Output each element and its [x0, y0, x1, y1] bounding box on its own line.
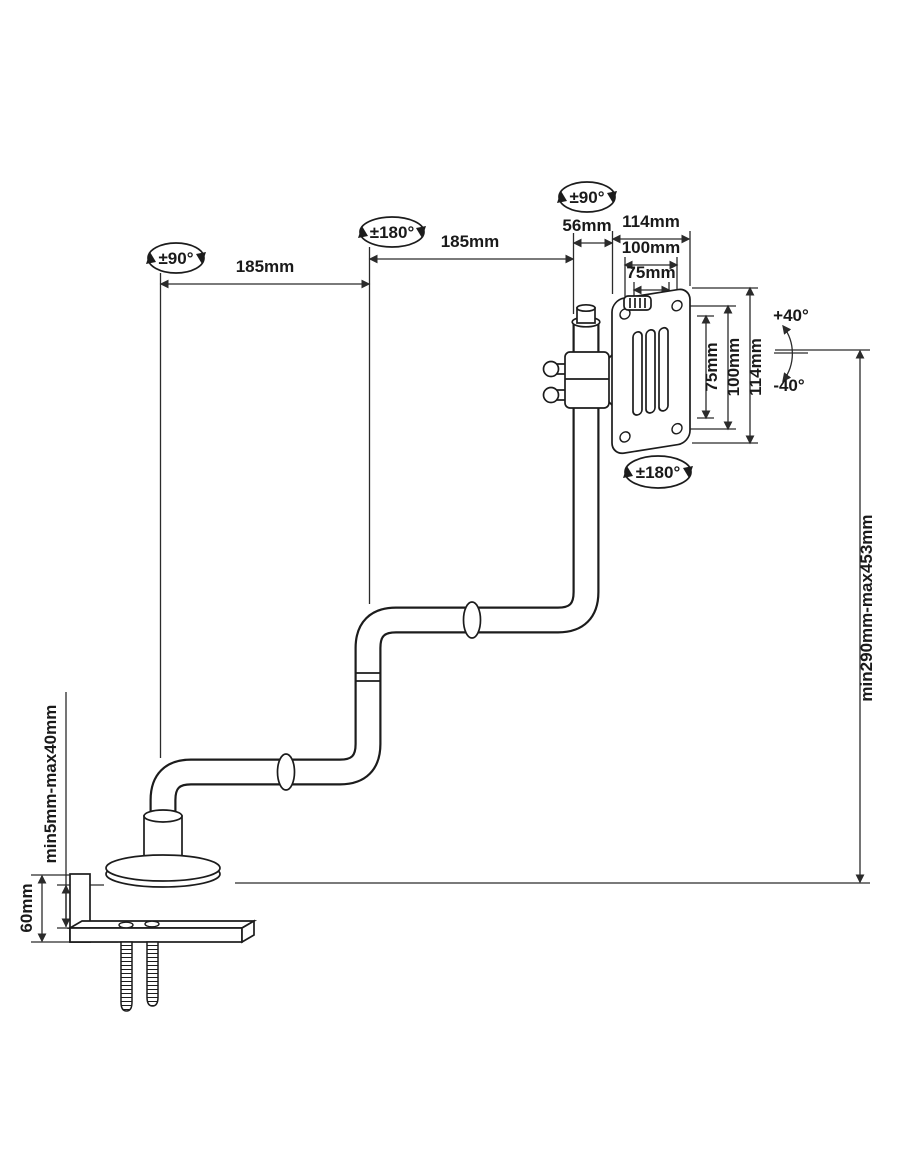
badge-base-swivel: ±90°: [146, 242, 206, 274]
clamp-screw-right: [146, 941, 159, 1007]
dim-label-56mm: 56mm: [562, 216, 611, 235]
vesa-hole-br: [671, 422, 683, 435]
dim-label-tilt-up: +40°: [773, 306, 809, 325]
clamp-bolt-lower: [542, 386, 560, 404]
dim-label-114w: 114mm: [622, 212, 680, 231]
clamp-screws: [120, 941, 159, 1012]
dim-label-100w: 100mm: [622, 238, 681, 257]
tension-knob: [623, 295, 652, 311]
rotation-badges: ±90° ±180° ±90° ±180°: [146, 181, 693, 489]
vesa-plate: [611, 288, 691, 455]
dim-label-75w: 75mm: [626, 263, 675, 282]
dim-label-tilt-down: -40°: [773, 376, 805, 395]
clamp-screw-left: [120, 941, 133, 1012]
dim-pole-offset: 56mm: [562, 216, 614, 248]
dim-label-height-range: min290mm-max453mm: [857, 514, 876, 701]
dim-height-range: min290mm-max453mm: [235, 349, 876, 884]
pole-clamp: [542, 351, 616, 409]
dim-label-clamp-opening: min5mm-max40mm: [41, 705, 60, 864]
cable-ring-upper: [462, 601, 482, 639]
dim-label-100h: 100mm: [724, 338, 743, 397]
dim-vesa-width-114: 114mm: [611, 212, 691, 244]
pole-cap: [571, 303, 601, 328]
badge-vesa-rotate: ±180°: [623, 455, 693, 489]
dim-arm-segment-2: 185mm: [368, 232, 575, 264]
dim-vesa-width-100: 100mm: [622, 238, 681, 270]
mount-arm-drawing: [66, 288, 691, 1012]
badge-label-vesa: ±180°: [636, 463, 681, 482]
arm-joint: [354, 672, 382, 682]
vesa-hole-tr: [671, 299, 683, 312]
dim-label-arm2: 185mm: [441, 232, 500, 251]
badge-elbow-swivel: ±180°: [358, 216, 426, 248]
desk-clamp: [66, 873, 258, 944]
vesa-hole-bl: [619, 431, 631, 443]
dimension-lines: 185mm 185mm 56mm 114mm 100mm 75mm: [17, 212, 876, 943]
badge-label-elbow: ±180°: [370, 223, 415, 242]
dim-label-114h: 114mm: [746, 338, 765, 396]
dim-arm-segment-1: 185mm: [159, 257, 371, 289]
badge-label-base: ±90°: [158, 249, 193, 268]
clamp-bolt-upper: [542, 360, 560, 378]
base-plate: [105, 854, 221, 888]
dim-tilt: +40° -40°: [773, 306, 809, 395]
dim-label-clamp-height: 60mm: [17, 883, 36, 932]
dim-clamp-opening: min5mm-max40mm: [41, 692, 118, 929]
badge-label-pole: ±90°: [569, 188, 604, 207]
dim-label-75h: 75mm: [702, 342, 721, 391]
cable-ring-lower: [276, 753, 296, 791]
dim-vesa-heights: 75mm 100mm 114mm: [683, 286, 765, 445]
badge-pole-swivel: ±90°: [557, 181, 617, 213]
dim-vesa-width-75: 75mm: [626, 263, 676, 295]
dim-label-arm1: 185mm: [236, 257, 295, 276]
